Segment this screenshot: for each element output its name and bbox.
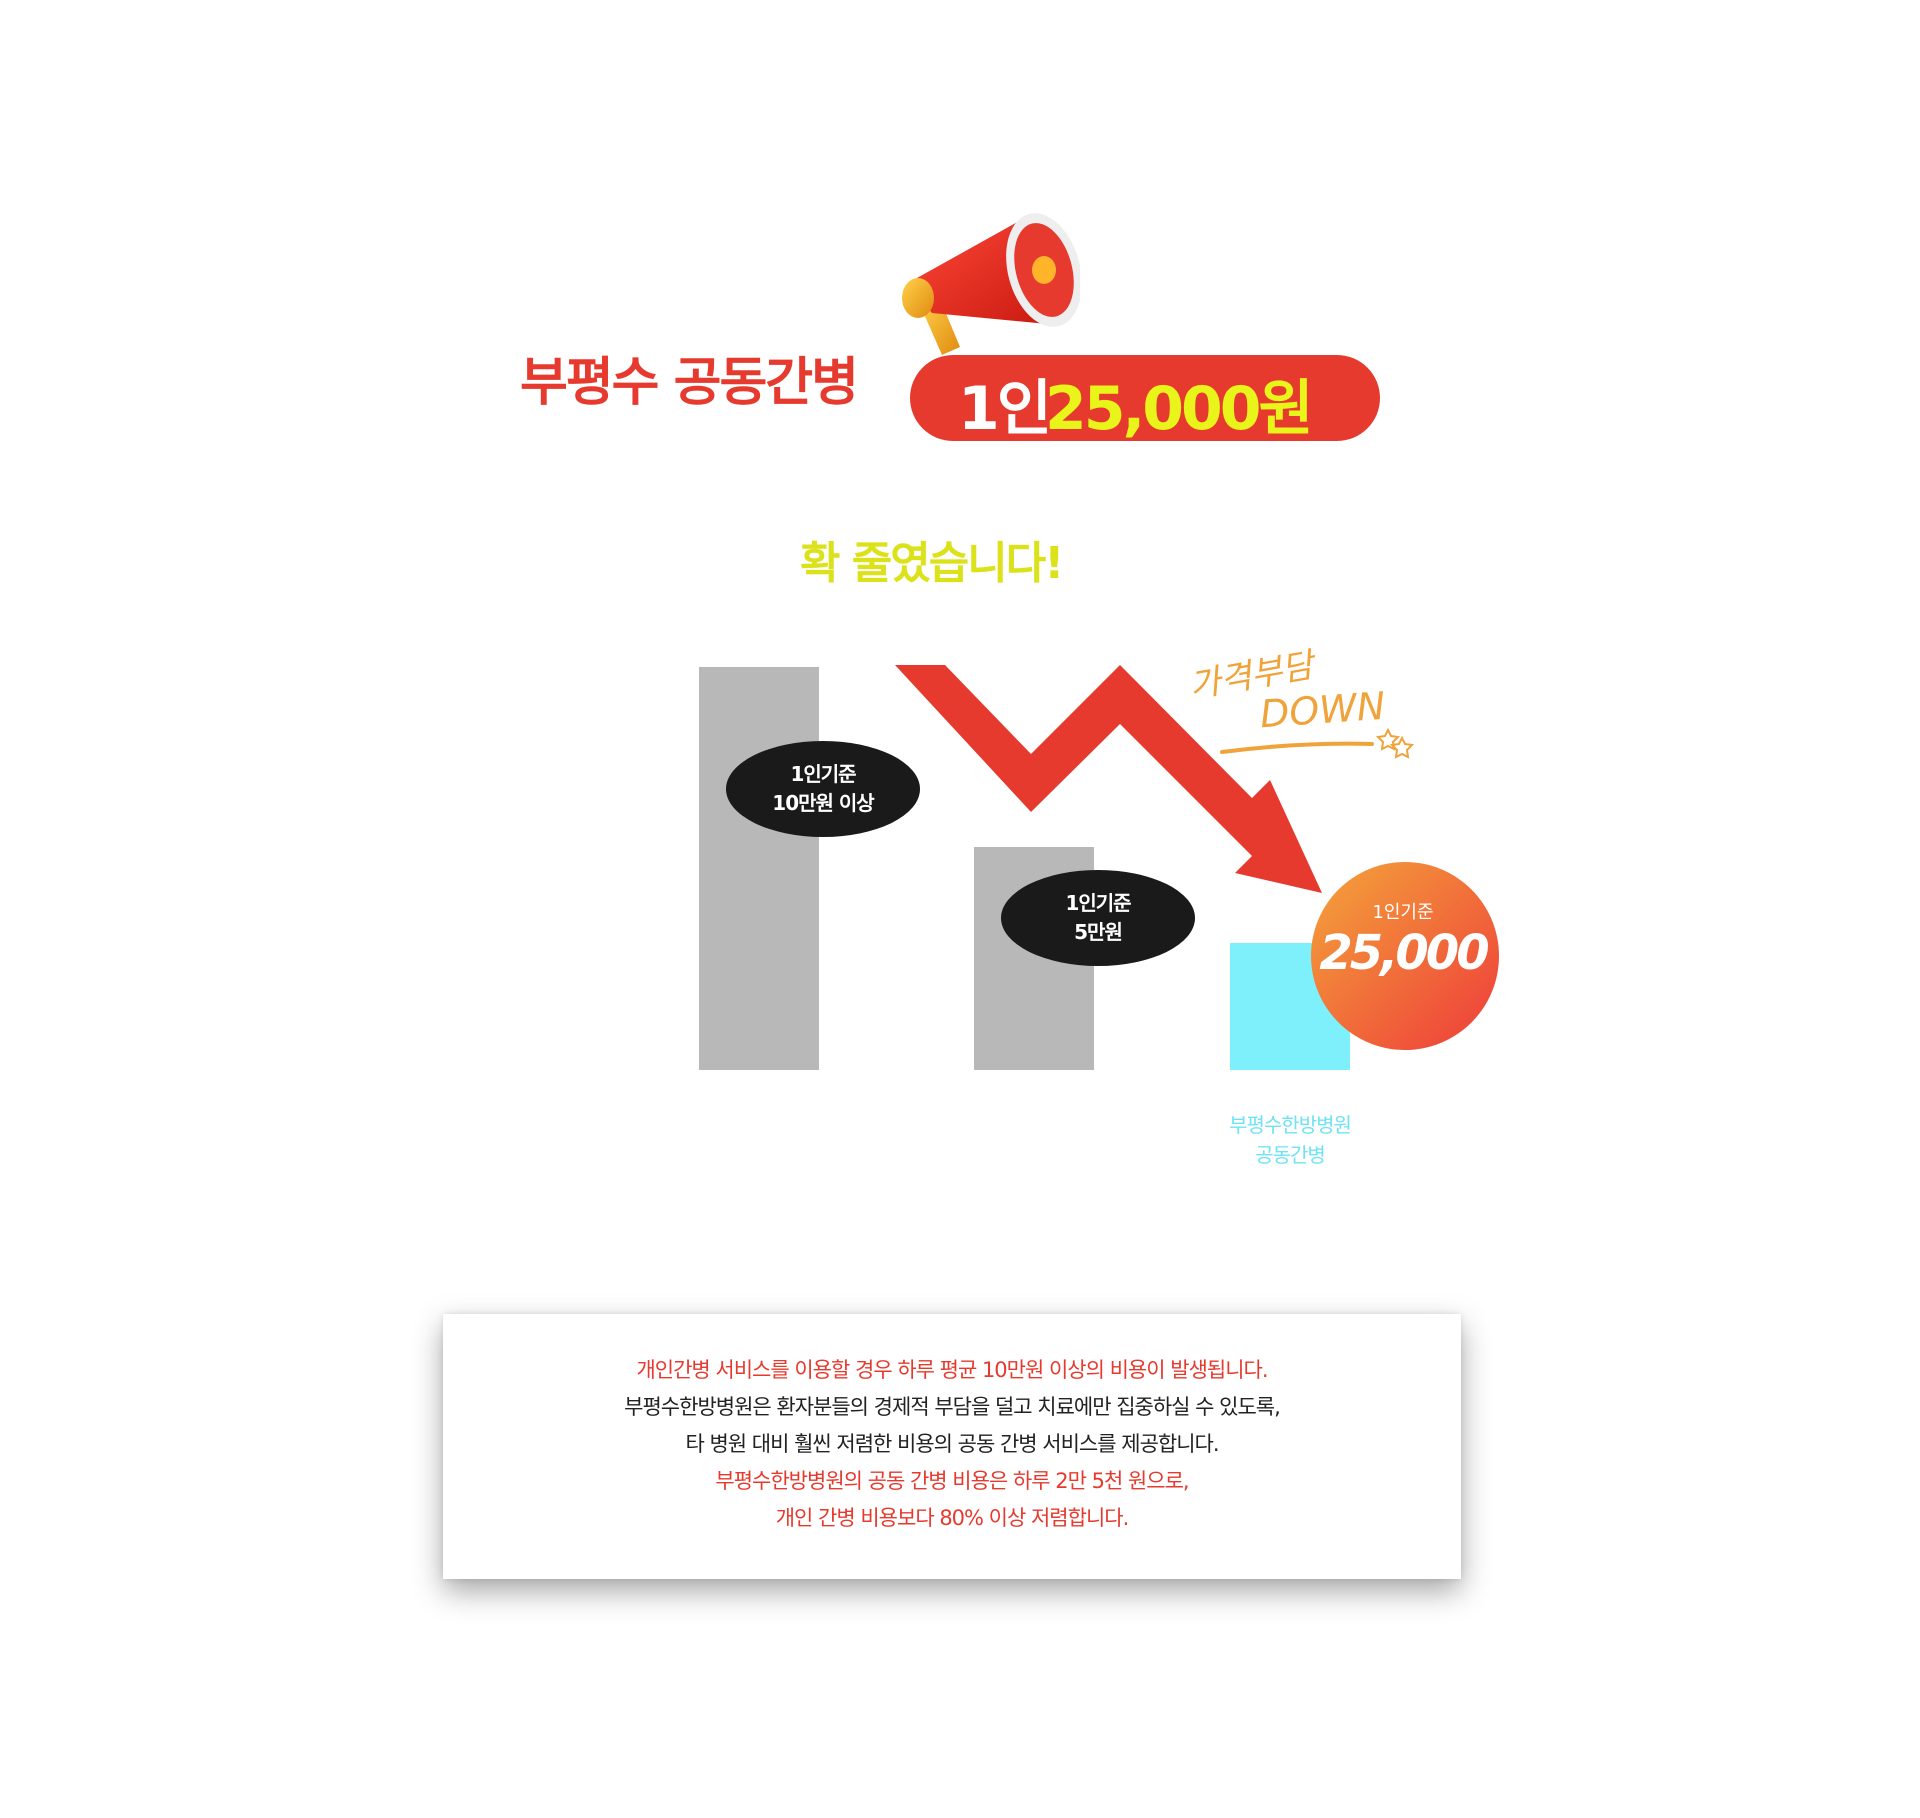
hospital-caption: 부평수한방병원 공동간병	[1180, 1110, 1400, 1170]
bubble-line: 1인기준	[1065, 891, 1131, 915]
bubble-label-over-100k: 1인기준 10만원 이상	[726, 760, 920, 818]
subheadline: 확 줄였습니다!	[800, 538, 1064, 589]
megaphone-icon	[902, 213, 1080, 355]
handwriting-underline	[1220, 741, 1374, 754]
bubble-line: 10만원 이상	[772, 791, 874, 815]
bubble-label-50k: 1인기준 5만원	[1001, 889, 1195, 947]
headline: 부평수 공동간병	[520, 353, 859, 413]
info-card	[443, 1314, 1461, 1579]
price-amount: 25,000원	[1045, 374, 1314, 444]
price-pill	[910, 355, 1380, 441]
info-line: 부평수한방병원은 환자분들의 경제적 부담을 덜고 치료에만 집중하실 수 있도…	[624, 1395, 1281, 1419]
star-icon	[1389, 735, 1415, 759]
price-prefix: 1인	[958, 374, 1052, 444]
price-circle	[1311, 862, 1499, 1050]
price-circle-label: 1인기준	[1372, 902, 1434, 923]
bubble-line: 1인기준	[790, 762, 856, 786]
bubble-50k	[1001, 870, 1195, 966]
info-line: 개인간병 서비스를 이용할 경우 하루 평균 10만원 이상의 비용이 발생됩니…	[636, 1358, 1268, 1382]
caption-line: 공동간병	[1255, 1143, 1326, 1167]
caption-line: 부평수한방병원	[1229, 1113, 1352, 1137]
info-line: 부평수한방병원의 공동 간병 비용은 하루 2만 5천 원으로,	[715, 1469, 1189, 1493]
bubble-line: 5만원	[1074, 920, 1123, 944]
price-comparison-chart	[699, 665, 1499, 1070]
info-line: 개인 간병 비용보다 80% 이상 저렴합니다.	[775, 1506, 1130, 1530]
down-arrow	[895, 665, 1322, 893]
handwritten-down: DOWN	[1258, 683, 1387, 737]
info-line: 타 병원 대비 훨씬 저렴한 비용의 공동 간병 서비스를 제공합니다.	[685, 1432, 1219, 1456]
bubble-over-100k	[726, 741, 920, 837]
info-text: 개인간병 서비스를 이용할 경우 하루 평균 10만원 이상의 비용이 발생됩니…	[443, 1352, 1461, 1537]
price-circle-value: 25,000	[1319, 925, 1489, 981]
star-icon	[1375, 727, 1401, 751]
bar-over-100k	[699, 667, 819, 1070]
